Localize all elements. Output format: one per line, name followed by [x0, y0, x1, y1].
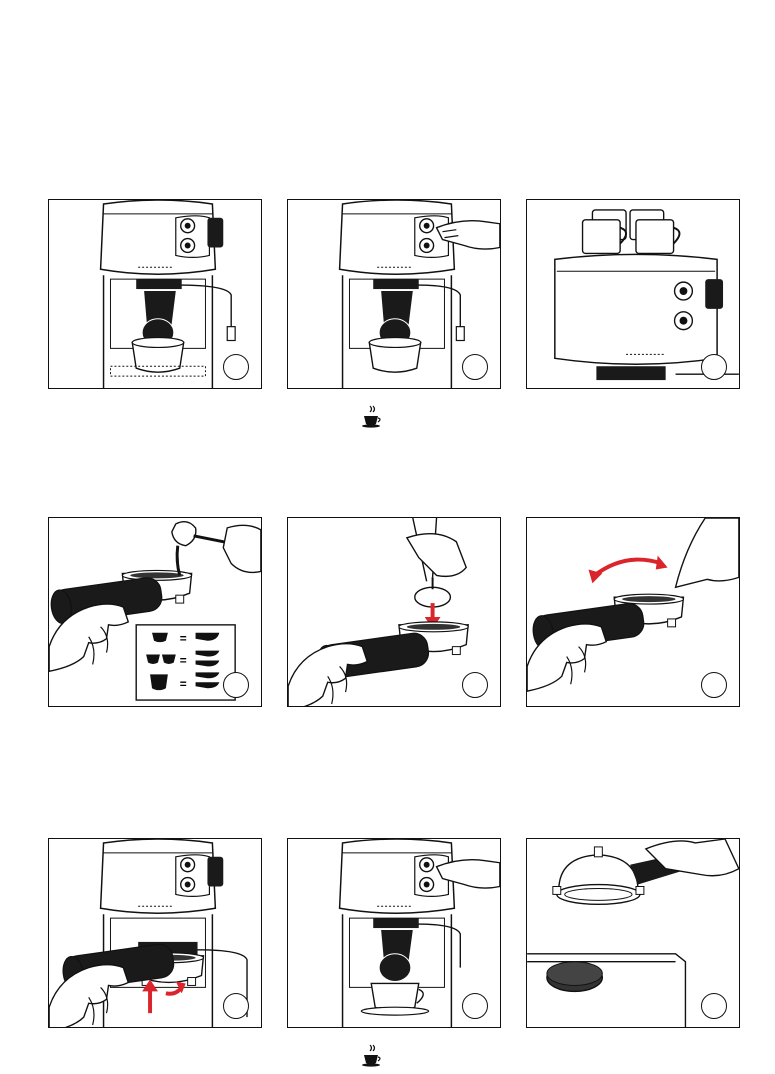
step-panel-7 — [48, 838, 262, 1028]
step-panel-3 — [526, 199, 740, 389]
svg-text:=: = — [180, 677, 187, 691]
step-marker-icon — [701, 672, 727, 698]
svg-text:=: = — [180, 632, 187, 646]
espresso-cup-icon — [361, 1043, 383, 1069]
step-panel-1 — [48, 199, 262, 389]
step-panel-8 — [287, 838, 501, 1028]
step-panel-9 — [526, 838, 740, 1028]
step-marker-icon — [462, 354, 488, 380]
step-marker-icon — [223, 993, 249, 1019]
dose-chart: = = = — [146, 632, 219, 692]
step-panel-4: = = = — [48, 517, 262, 707]
step-panel-5 — [287, 517, 501, 707]
step-panel-2 — [287, 199, 501, 389]
step-marker-icon — [701, 354, 727, 380]
svg-text:=: = — [180, 653, 187, 667]
espresso-cup-icon — [361, 404, 383, 430]
step-marker-icon — [223, 672, 249, 698]
step-marker-icon — [223, 354, 249, 380]
step-marker-icon — [462, 672, 488, 698]
step-panel-6 — [526, 517, 740, 707]
step-marker-icon — [701, 993, 727, 1019]
step-marker-icon — [462, 993, 488, 1019]
